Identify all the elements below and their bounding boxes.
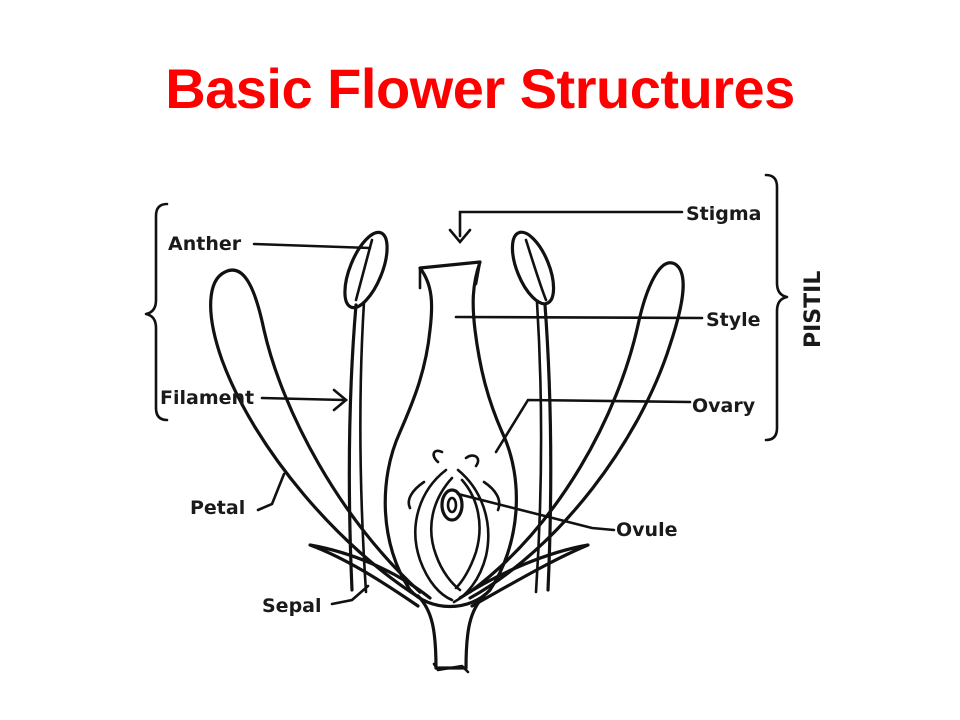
label-filament: Filament bbox=[160, 387, 254, 409]
pistil-outline bbox=[383, 260, 518, 609]
label-pistil: PISTIL bbox=[801, 271, 826, 348]
leader-stigma bbox=[458, 210, 684, 238]
sepal-left bbox=[308, 543, 432, 608]
leader-filament bbox=[260, 396, 346, 402]
label-ovule: Ovule bbox=[616, 519, 677, 541]
petal-left bbox=[209, 268, 422, 600]
leader-ovary bbox=[494, 398, 692, 454]
leader-style bbox=[454, 315, 704, 320]
label-petal: Petal bbox=[190, 497, 245, 519]
label-style: Style bbox=[706, 309, 761, 331]
stigma-cap bbox=[418, 260, 482, 290]
label-ovary: Ovary bbox=[692, 395, 756, 417]
anther-right bbox=[510, 230, 556, 306]
label-stigma: Stigma bbox=[686, 203, 762, 225]
leader-anther bbox=[252, 242, 372, 250]
anther-left bbox=[343, 230, 389, 310]
filament-left bbox=[347, 303, 358, 592]
leader-filament-arrowhead bbox=[332, 388, 349, 412]
ovary-interior bbox=[407, 449, 501, 604]
ovule-shape bbox=[440, 488, 464, 522]
leader-petal bbox=[256, 472, 286, 512]
leader-stigma-arrowhead bbox=[448, 228, 472, 245]
petal-right bbox=[468, 261, 685, 600]
pistil-bracket bbox=[764, 173, 789, 442]
label-sepal: Sepal bbox=[262, 595, 322, 617]
leader-ovule bbox=[456, 492, 616, 532]
filament-right bbox=[543, 303, 553, 592]
filament-left-inner bbox=[359, 300, 368, 594]
filament-right-inner bbox=[534, 300, 543, 594]
label-anther: Anther bbox=[168, 233, 242, 255]
stamen-bracket bbox=[144, 202, 169, 422]
leader-sepal bbox=[330, 584, 370, 606]
stem-base bbox=[432, 662, 470, 674]
slide-title: Basic Flower Structures bbox=[165, 57, 795, 120]
